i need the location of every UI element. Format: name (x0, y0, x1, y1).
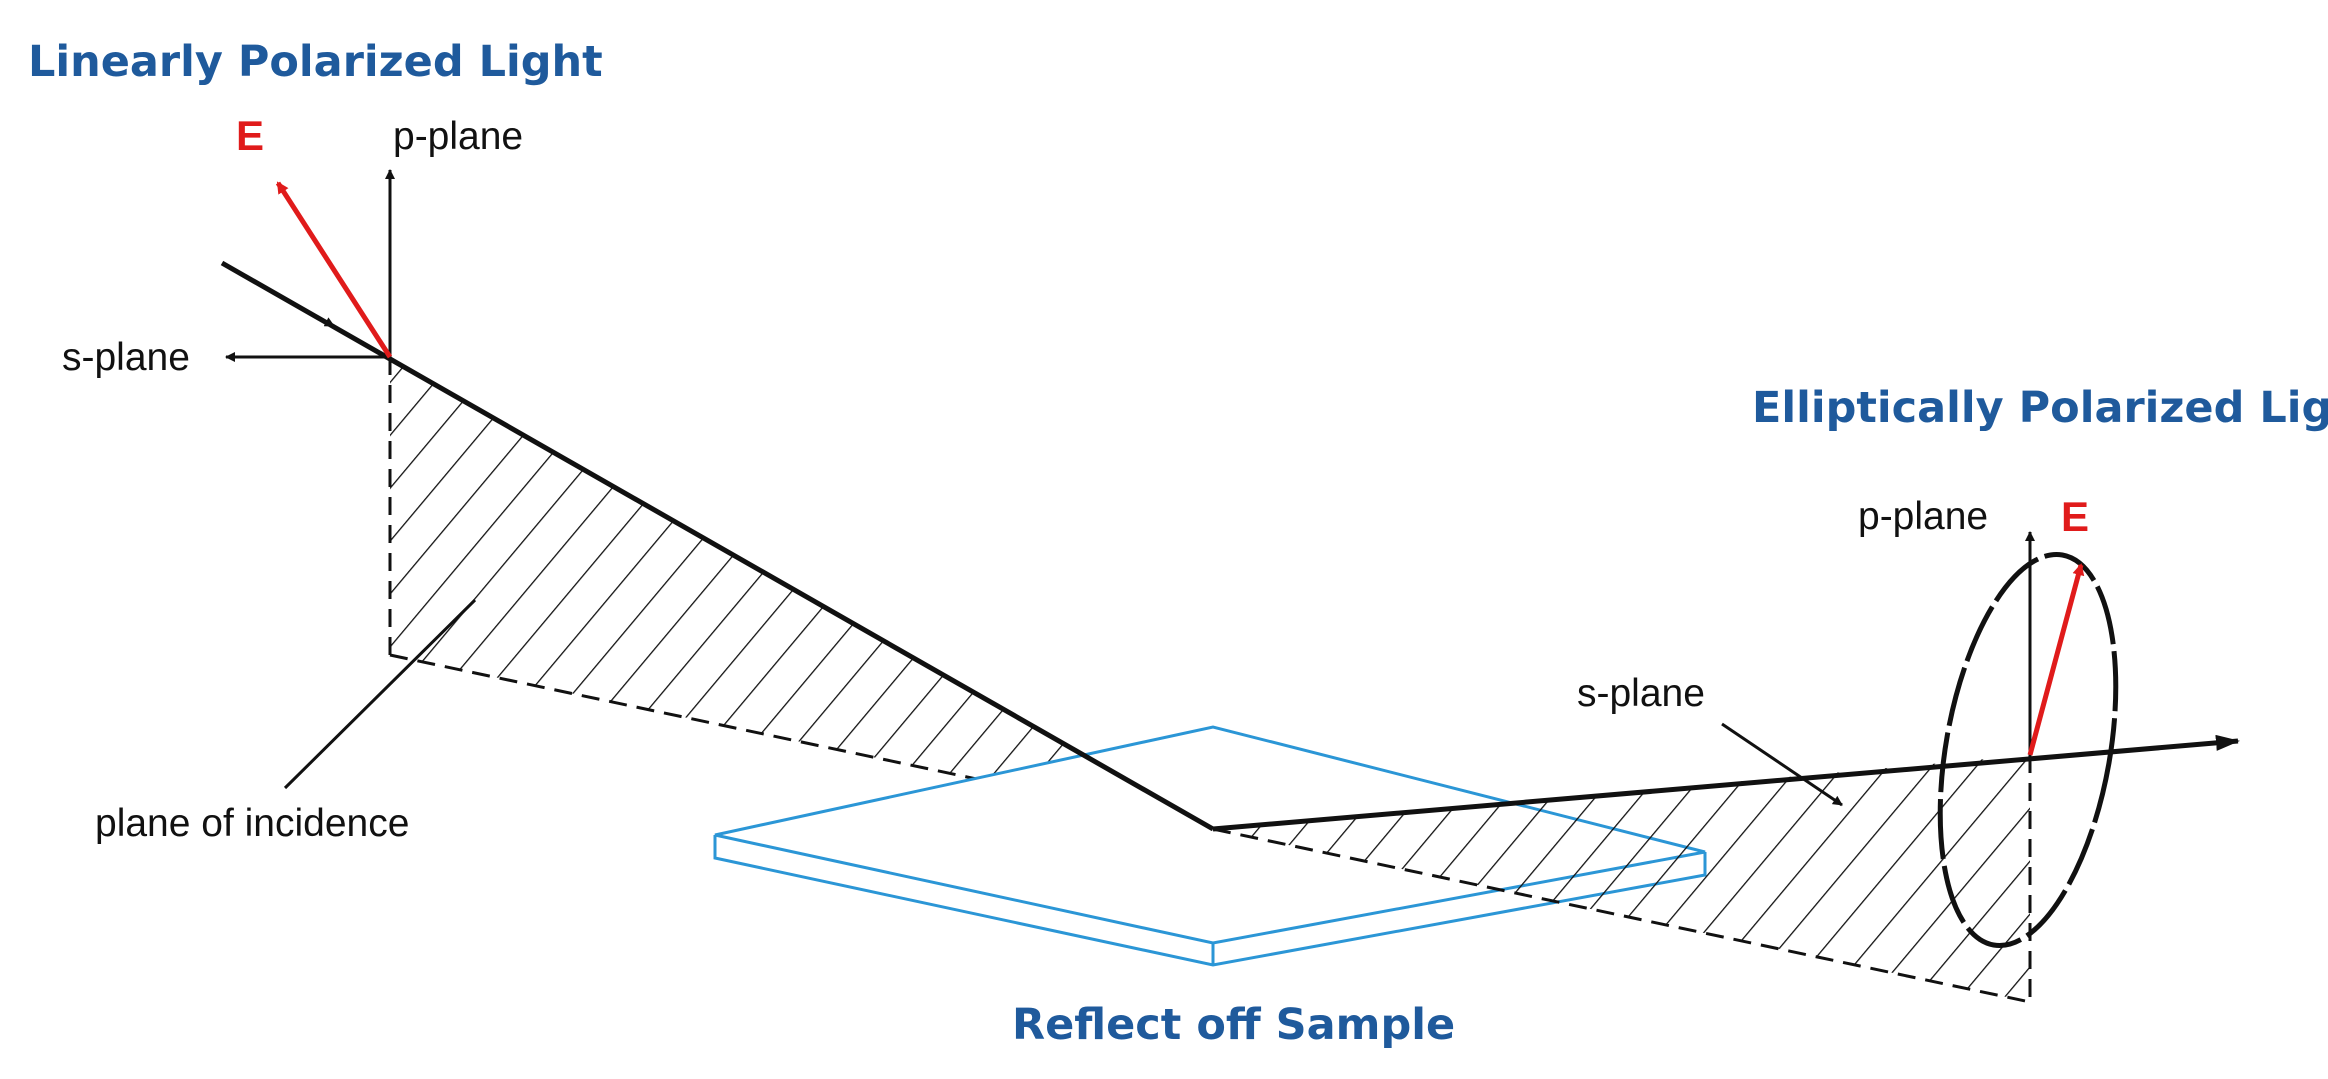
title-linear: Linearly Polarized Light (28, 37, 603, 87)
label-e-reflected: E (2061, 493, 2089, 540)
label-s-plane-reflected: s-plane (1577, 672, 1705, 715)
label-s-plane-incident: s-plane (62, 336, 190, 379)
incident-beam (220, 260, 1215, 832)
s-plane-reflected-leader (1721, 722, 1843, 807)
label-p-plane-reflected: p-plane (1858, 495, 1988, 538)
plane-of-incidence-leader (283, 598, 477, 790)
label-plane-of-incidence: plane of incidence (95, 802, 409, 845)
reflected-beam (1212, 734, 2240, 832)
reflected-e-vector (2027, 563, 2085, 756)
title-elliptical: Elliptically Polarized Light (1752, 383, 2328, 433)
incident-e-vector (275, 181, 393, 359)
label-p-plane-incident: p-plane (393, 115, 523, 158)
incident-beam-direction-arrow (297, 305, 335, 328)
reflected-plane-hatch (1213, 755, 2030, 1002)
polarization-ellipse (1937, 551, 2119, 949)
label-e-incident: E (236, 112, 264, 159)
title-sample: Reflect off Sample (1012, 1000, 1455, 1050)
